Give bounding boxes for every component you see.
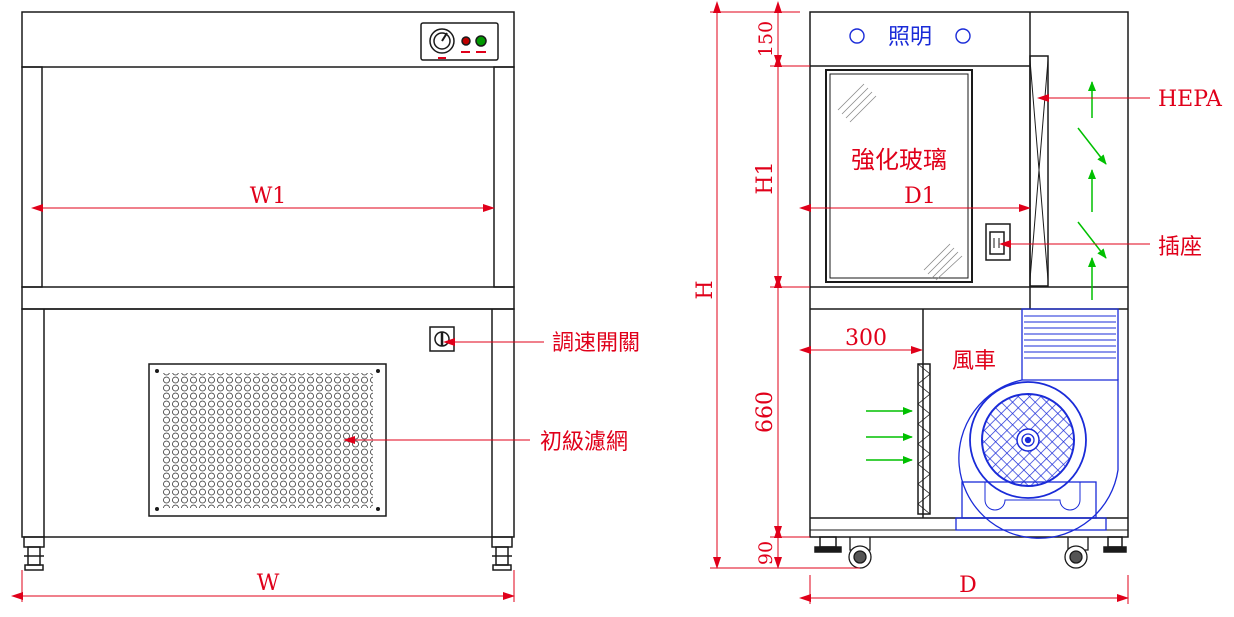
fan-label: 風車 <box>952 349 996 374</box>
side-left-caster-icon <box>848 537 872 569</box>
green-indicator-icon <box>475 35 487 47</box>
right-post <box>493 66 515 288</box>
airflow-arrows <box>866 81 1107 464</box>
dim-w1-label: W1 <box>250 184 287 209</box>
light-right-icon <box>955 28 971 44</box>
hepa-label: HEPA <box>1158 87 1223 112</box>
dim-150-label: 150 <box>755 21 777 57</box>
dim-660-label: 660 <box>753 391 778 433</box>
side-body <box>809 11 1129 538</box>
side-view <box>809 11 1129 553</box>
dim-h1-label: H1 <box>753 161 778 194</box>
front-dimensions <box>11 204 544 602</box>
side-dimensions <box>710 1 1150 604</box>
side-casters <box>848 537 1089 569</box>
leveling-foot-right <box>1107 536 1123 548</box>
red-indicator-icon <box>461 36 471 46</box>
side-intake-filter <box>917 363 931 515</box>
light-left-icon <box>849 28 865 44</box>
front-top-header <box>21 11 515 68</box>
lighting-label: 照明 <box>888 25 932 50</box>
socket-icon <box>989 231 1005 255</box>
prefilter-label: 初級濾網 <box>540 430 628 455</box>
glass-hatch <box>837 83 963 281</box>
dim-300-label: 300 <box>845 326 887 351</box>
front-right-caster-icon <box>491 536 513 571</box>
side-right-caster-icon <box>1064 537 1089 569</box>
dim-90-label: 90 <box>755 541 777 565</box>
glass-label: 強化玻璃 <box>851 146 947 174</box>
hepa-filter <box>1029 55 1049 287</box>
front-view <box>21 11 515 571</box>
dim-w-label: W <box>257 571 280 596</box>
work-surface <box>21 286 515 310</box>
lower-cabinet <box>21 308 515 538</box>
dim-h-label: H <box>693 280 718 299</box>
blower-fan <box>955 308 1119 539</box>
front-left-caster-icon <box>23 536 45 571</box>
leveling-foot-left <box>819 536 837 548</box>
dim-d1-label: D1 <box>904 184 936 209</box>
gauge-icon <box>429 28 455 54</box>
glass-panel <box>825 69 973 283</box>
fan-housing <box>958 379 1119 539</box>
dim-d-label: D <box>959 573 977 598</box>
left-post <box>21 66 43 288</box>
control-panel <box>420 22 499 61</box>
socket-label: 插座 <box>1158 235 1202 260</box>
speed-switch-label: 調速開關 <box>552 331 640 356</box>
